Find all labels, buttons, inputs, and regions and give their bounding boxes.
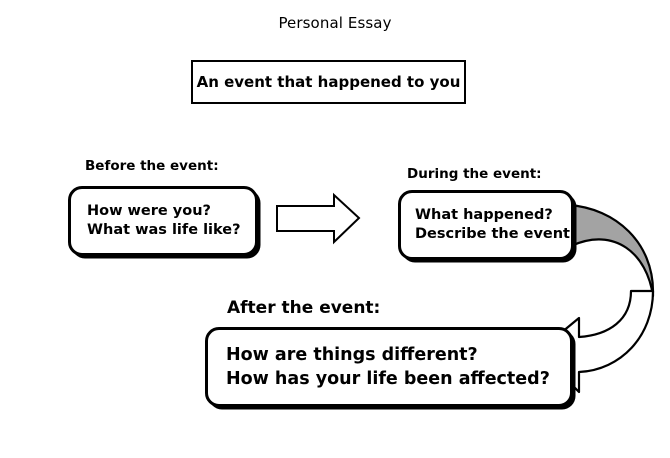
stage-after-line-2: How has your life been affected? xyxy=(226,369,550,389)
stage-during-line-2: Describe the event. xyxy=(415,226,576,242)
page-title: Personal Essay xyxy=(278,14,392,32)
stage-after-line-1: How are things different? xyxy=(226,345,478,365)
stage-during-line-1: What happened? xyxy=(415,207,553,223)
stage-label-after: After the event: xyxy=(227,298,381,318)
curved-arrow-upper-band xyxy=(566,203,655,298)
right-block-arrow-icon xyxy=(276,192,361,245)
stage-label-before: Before the event: xyxy=(85,158,219,174)
stage-label-during: During the event: xyxy=(407,166,542,182)
stage-box-after: How are things different? How has your l… xyxy=(205,327,573,407)
stage-before-line-2: What was life like? xyxy=(87,222,241,238)
stage-box-before: How were you? What was life like? xyxy=(68,186,258,256)
right-block-arrow-shape xyxy=(276,192,361,245)
stage-box-during: What happened? Describe the event. xyxy=(398,190,576,260)
topic-box: An event that happened to you xyxy=(191,60,466,104)
topic-box-text: An event that happened to you xyxy=(196,73,461,91)
stage-before-line-1: How were you? xyxy=(87,203,211,219)
